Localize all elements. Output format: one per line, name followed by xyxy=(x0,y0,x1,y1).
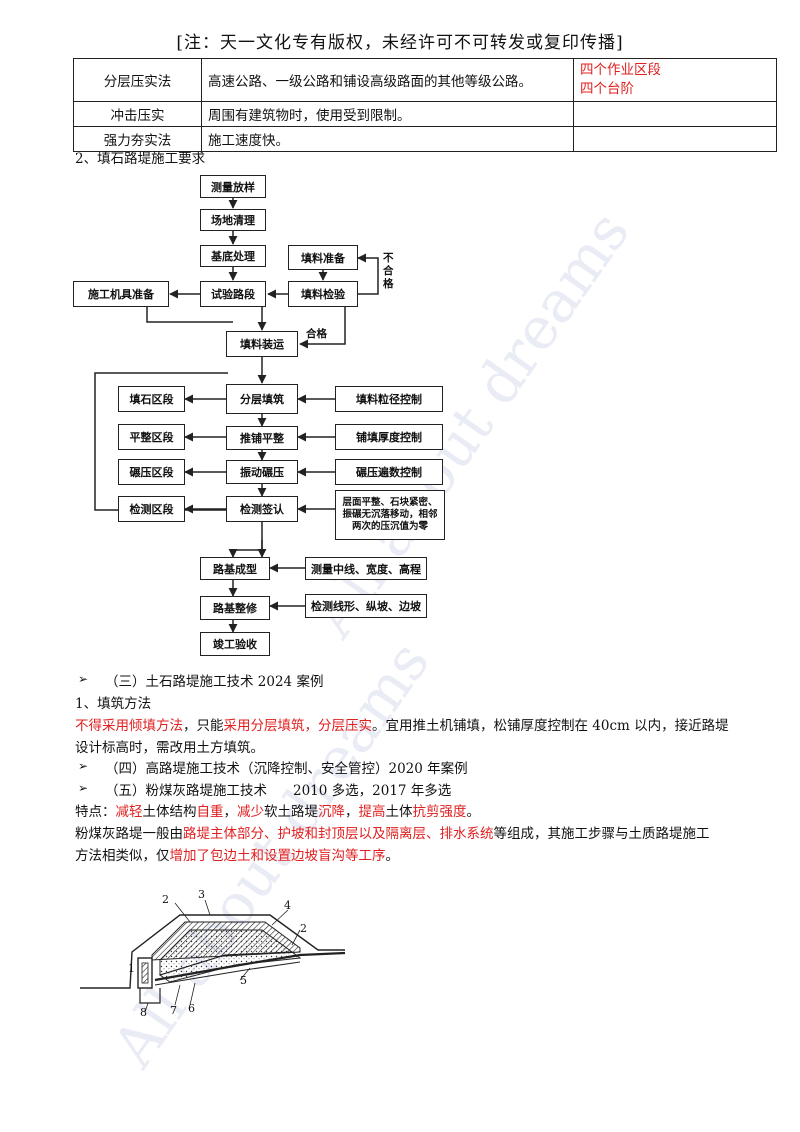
copyright-header: [注：天一文化专有版权，未经许可不可转发或复印传播] xyxy=(176,33,624,53)
table-row: 冲击压实 周围有建筑物时，使用受到限制。 xyxy=(73,101,777,127)
sub-heading: 1、填筑方法 xyxy=(75,696,152,712)
diagram-label: 3 xyxy=(198,888,205,901)
flow-step-clear: 场地清理 xyxy=(200,209,266,231)
paragraph-line: 粉煤灰路堤一般由路堤主体部分、护坡和封顶层以及隔离层、排水系统等组成，其施工步骤… xyxy=(75,822,710,842)
table-cell: 分层压实法 xyxy=(73,58,202,102)
section-title: （五）粉煤灰路堤施工技术 xyxy=(105,783,267,799)
note-line: 四个台阶 xyxy=(580,81,634,97)
body-text: ，只能 xyxy=(183,718,224,734)
diagram-label: 2 xyxy=(162,893,169,906)
unqualified-label: 不合格 xyxy=(383,252,394,290)
diagram-label: 4 xyxy=(284,899,291,912)
note-line: 四个作业区段 xyxy=(580,62,661,78)
measure-center: 测量中线、宽度、高程 xyxy=(305,557,427,580)
table-row: 分层压实法 高速公路、一级公路和铺设高级路面的其他等级公路。 四个作业区段 四个… xyxy=(73,58,777,102)
control-passes: 碾压遍数控制 xyxy=(335,459,443,485)
section-heading: 2、填石路堤施工要求 xyxy=(75,151,206,167)
zone-roll: 碾压区段 xyxy=(118,459,185,485)
table-note-cell: 四个作业区段 四个台阶 xyxy=(573,58,777,102)
diagram-label: 5 xyxy=(240,974,247,987)
body-text: 方法相类似，仅 xyxy=(75,848,170,864)
flow-step-spread: 推铺平整 xyxy=(226,426,298,450)
flow-step-trim: 路基整修 xyxy=(200,596,270,620)
compaction-table: 分层压实法 高速公路、一级公路和铺设高级路面的其他等级公路。 四个作业区段 四个… xyxy=(73,58,777,152)
feature-line: 特点：减轻土体结构自重，减少软土路堤沉降，提高土体抗剪强度。 xyxy=(75,800,480,820)
table-cell: 高速公路、一级公路和铺设高级路面的其他等级公路。 xyxy=(201,58,574,102)
flow-step-vibrate: 振动碾压 xyxy=(226,460,298,484)
exam-years: 2010 多选，2017 年多选 xyxy=(293,783,452,799)
table-cell: 强力夯实法 xyxy=(73,126,202,152)
flow-step-survey: 测量放样 xyxy=(200,175,266,198)
control-thickness: 铺填厚度控制 xyxy=(335,424,443,450)
body-text: ， xyxy=(223,804,238,820)
table-cell: 冲击压实 xyxy=(73,101,202,127)
highlight-text: 路堤主体部分、护坡和封顶层以及隔离层、排水系统 xyxy=(183,826,494,842)
table-cell xyxy=(573,126,777,152)
paragraph-line: 方法相类似，仅增加了包边土和设置边坡盲沟等工序。 xyxy=(75,844,399,864)
diagram-label: 1 xyxy=(128,962,135,975)
body-text: 粉煤灰路堤一般由 xyxy=(75,826,183,842)
body-text: 等组成，其施工步骤与土质路堤施工 xyxy=(493,826,710,842)
diagram-label: 7 xyxy=(170,1004,177,1017)
highlight-text: 不得采用倾填方法 xyxy=(75,718,183,734)
body-text: 土体结构 xyxy=(142,804,197,820)
qualified-label: 合格 xyxy=(306,328,327,340)
table-row: 强力夯实法 施工速度快。 xyxy=(73,126,777,152)
highlight-text: 抗剪强度 xyxy=(412,804,467,820)
table-cell: 施工速度快。 xyxy=(201,126,574,152)
zone-level: 平整区段 xyxy=(118,424,185,450)
paragraph-line: 不得采用倾填方法，只能采用分层填筑，分层压实。宜用推土机铺填，松铺厚度控制在 4… xyxy=(75,714,729,734)
paragraph-line: 设计标高时，需改用土方填筑。 xyxy=(75,740,264,756)
highlight-text: 沉降 xyxy=(318,804,345,820)
highlight-text: 减轻 xyxy=(115,804,143,820)
section-heading: （三）土石路堤施工技术 2024 案例 xyxy=(105,674,324,690)
flow-step-machine: 施工机具准备 xyxy=(73,281,169,307)
highlight-text: 自重 xyxy=(196,804,224,820)
highlight-text: 增加了包边土和设置边坡盲沟等工序 xyxy=(169,848,386,864)
flow-step-fill-check: 填料检验 xyxy=(288,281,358,307)
highlight-text: 减少 xyxy=(237,804,264,820)
body-text: 。宜用推土机铺填，松铺厚度控制在 40cm 以内，接近路堤 xyxy=(372,718,729,734)
highlight-text: 采用分层填筑，分层压实 xyxy=(223,718,373,734)
bullet-icon: ➢ xyxy=(78,781,89,795)
body-text: ， xyxy=(345,804,359,820)
diagram-label: 6 xyxy=(188,1002,195,1015)
bullet-icon: ➢ xyxy=(78,672,89,686)
table-cell xyxy=(573,101,777,127)
body-text: 特点： xyxy=(75,804,116,820)
body-text: 软土路堤 xyxy=(264,804,318,820)
diagram-label: 8 xyxy=(140,1006,147,1019)
flow-step-formed: 路基成型 xyxy=(200,557,270,580)
zone-check: 检测区段 xyxy=(118,496,185,522)
bullet-icon: ➢ xyxy=(78,759,89,773)
flow-step-layer-fill: 分层填筑 xyxy=(226,384,298,414)
diagram-label: 2 xyxy=(300,922,307,935)
body-text: 土体 xyxy=(385,804,413,820)
highlight-text: 提高 xyxy=(358,804,386,820)
section-heading: （四）高路堤施工技术（沉降控制、安全管控）2020 年案例 xyxy=(105,761,468,777)
flow-step-inspect: 检测签认 xyxy=(226,496,298,522)
section-heading: （五）粉煤灰路堤施工技术 2010 多选，2017 年多选 xyxy=(105,779,451,799)
control-size: 填料粒径控制 xyxy=(335,386,443,412)
body-text: 。 xyxy=(466,804,481,820)
flow-step-fill-prep: 填料准备 xyxy=(288,245,358,270)
flow-step-base: 基底处理 xyxy=(200,245,266,267)
flow-step-trial: 试验路段 xyxy=(200,281,266,307)
zone-fill: 填石区段 xyxy=(118,386,185,412)
flow-step-transport: 填料装运 xyxy=(226,331,298,357)
flow-step-accept: 竣工验收 xyxy=(200,632,270,656)
table-cell: 周围有建筑物时，使用受到限制。 xyxy=(201,101,574,127)
body-text: 。 xyxy=(385,848,400,864)
measure-slope: 检测线形、纵坡、边坡 xyxy=(305,594,427,618)
control-note: 层面平整、石块紧密、振碾无沉落移动，相邻两次的压沉值为零 xyxy=(335,490,445,540)
